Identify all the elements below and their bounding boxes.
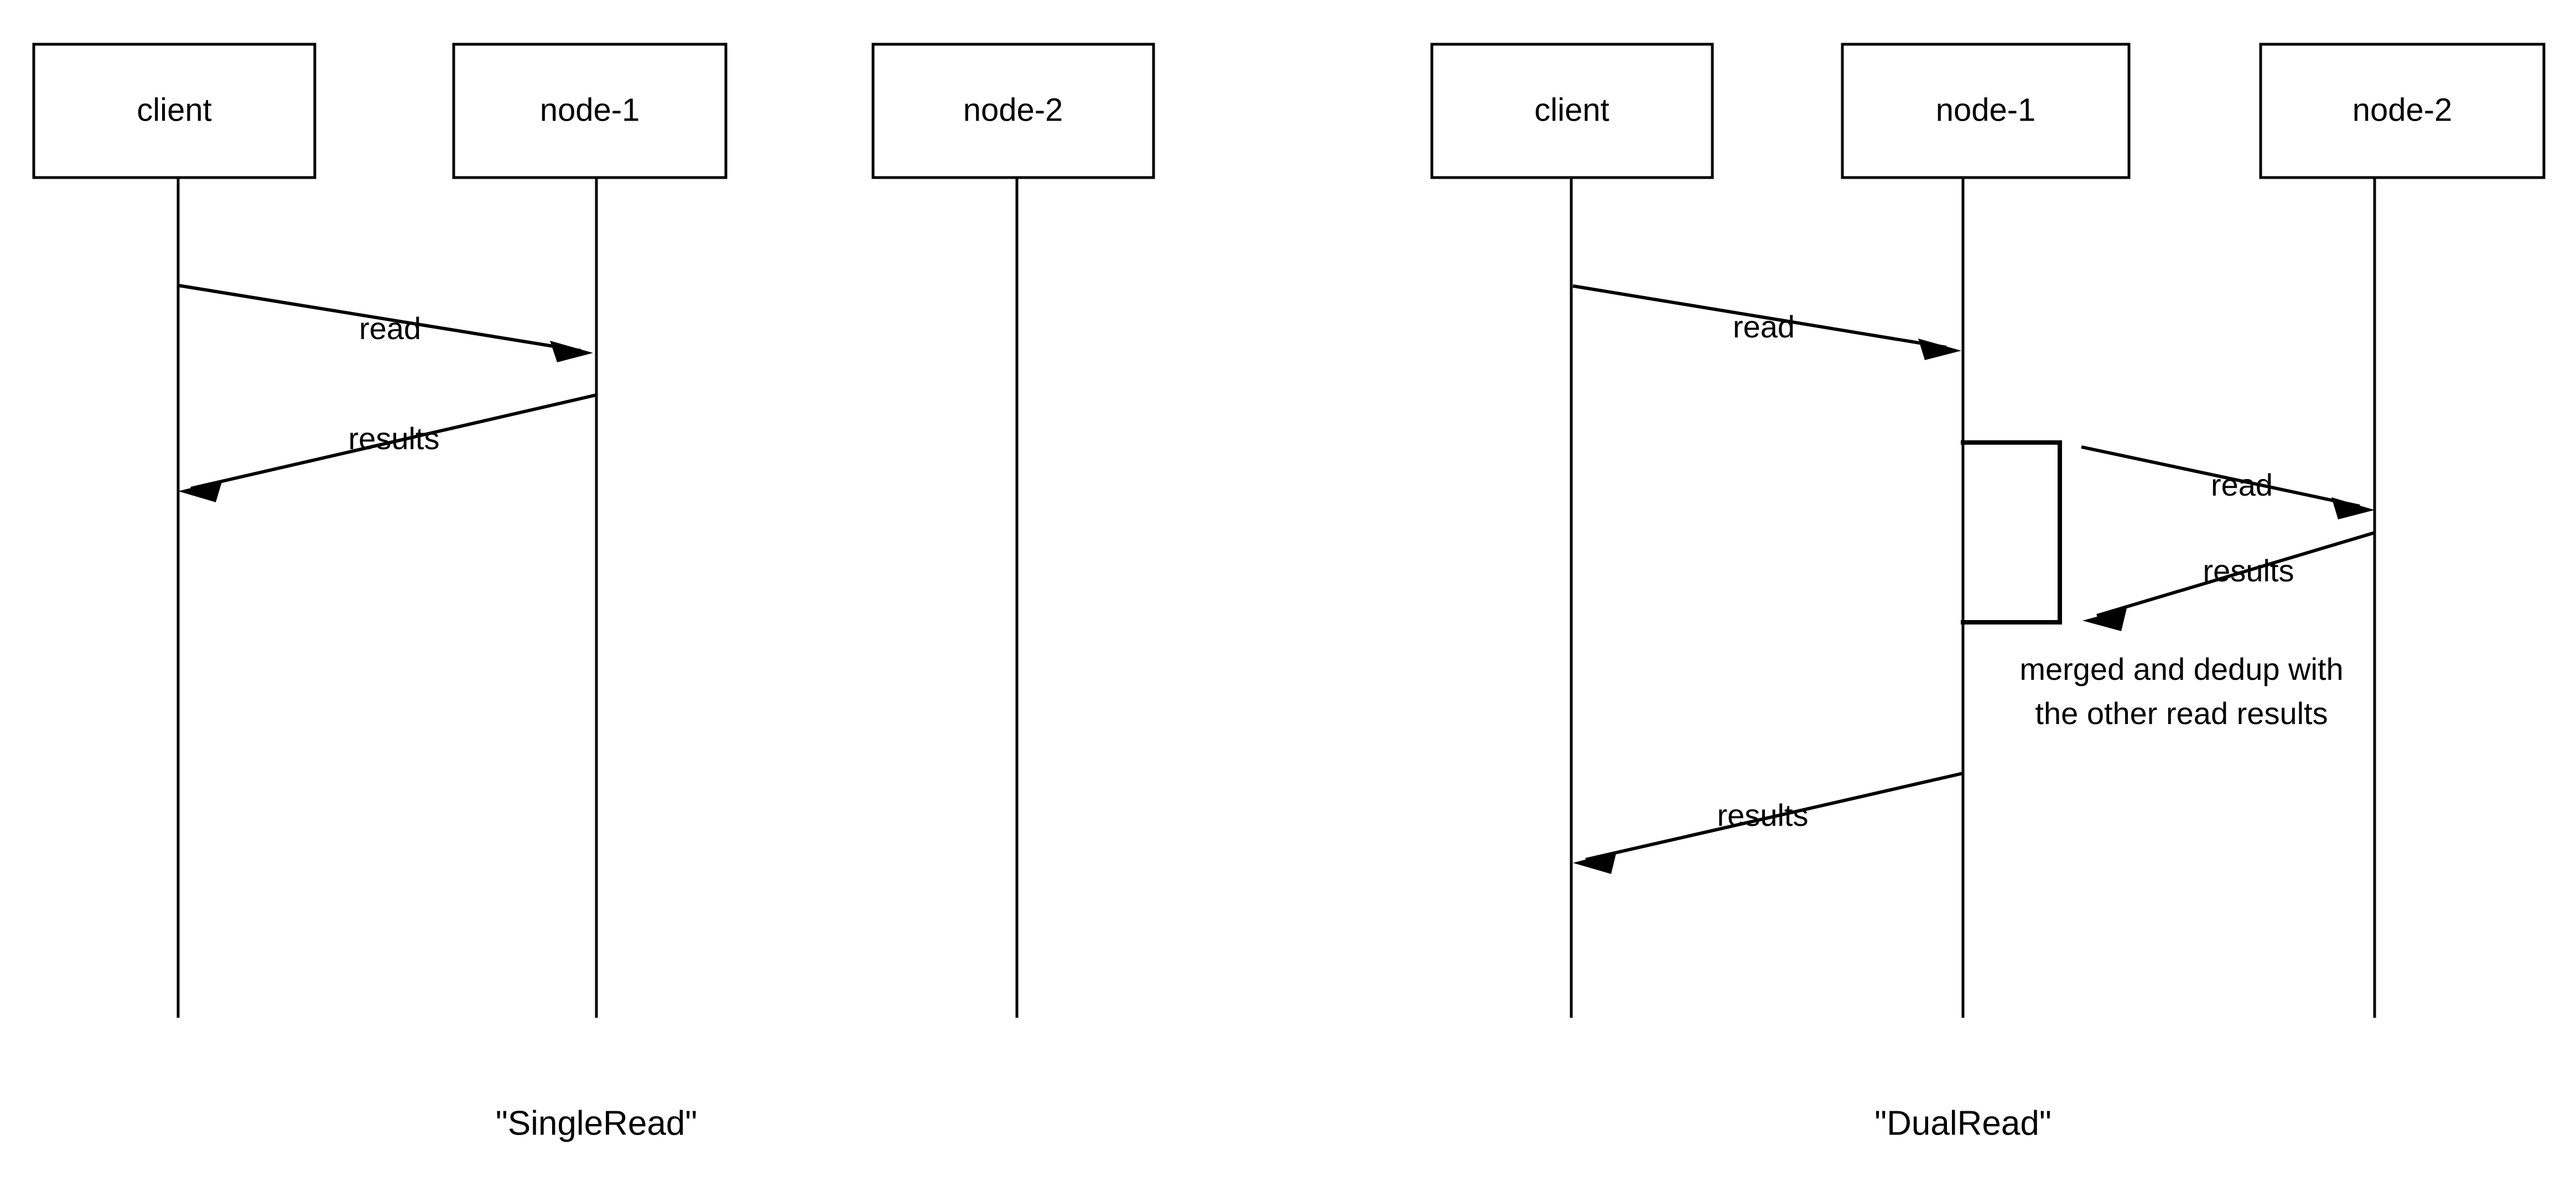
message-label: read — [1733, 309, 1795, 344]
participant-label: node-1 — [540, 92, 640, 128]
participant-label: node-2 — [963, 92, 1063, 128]
arrowhead-icon — [1918, 339, 1961, 360]
message-label: results — [1717, 798, 1809, 832]
message-line — [2096, 531, 2375, 617]
participant-node-2-left[interactable]: node-2 — [871, 43, 1155, 179]
participant-label: client — [1534, 92, 1609, 128]
participant-box[interactable] — [452, 43, 728, 179]
message-line — [190, 393, 597, 490]
message-line — [1572, 284, 1947, 349]
participant-box[interactable] — [871, 43, 1155, 179]
message-read-client-to-node-1-left[interactable]: read — [178, 284, 593, 362]
arrowhead-icon — [2331, 497, 2375, 519]
arrowhead-icon — [1573, 851, 1617, 874]
diagram-dual-read: client node-1 node-2 read — [1430, 43, 2546, 1142]
participant-box[interactable] — [2259, 43, 2546, 179]
arrowhead-icon — [178, 480, 222, 502]
message-read-client-to-node-1-right[interactable]: read — [1572, 284, 1961, 360]
participant-box[interactable] — [1430, 43, 1714, 179]
participant-client-left[interactable]: client — [32, 43, 316, 179]
message-results-node-1-to-client-left[interactable]: results — [178, 393, 597, 502]
diagram-caption: "DualRead" — [1874, 1104, 2052, 1142]
message-results-node-1-to-client-right[interactable]: results — [1573, 772, 1964, 874]
note-line-1: merged and dedup with — [2019, 652, 2343, 686]
participant-box[interactable] — [1841, 43, 2131, 179]
note-merged-dedup: merged and dedup with the other read res… — [2019, 652, 2343, 731]
participant-label: client — [137, 92, 211, 128]
participant-node-1-right[interactable]: node-1 — [1841, 43, 2131, 179]
participant-node-1-left[interactable]: node-1 — [452, 43, 728, 179]
message-results-node-2-to-node-1-right[interactable]: results — [2082, 531, 2375, 631]
participant-label: node-1 — [1936, 92, 2036, 128]
message-label: read — [2211, 467, 2273, 502]
message-label: results — [349, 421, 440, 456]
diagram-single-read: client node-1 node-2 read — [32, 43, 1155, 1142]
message-line — [178, 284, 581, 352]
message-label: results — [2203, 553, 2294, 588]
message-label: read — [359, 311, 421, 346]
message-read-node-1-to-node-2-right[interactable]: read — [2081, 445, 2375, 519]
participant-node-2-right[interactable]: node-2 — [2259, 43, 2546, 179]
diagram-caption: "SingleRead" — [496, 1104, 698, 1142]
arrowhead-icon — [550, 341, 593, 362]
activation-bracket-node-1 — [1961, 440, 2062, 624]
participant-box[interactable] — [32, 43, 316, 179]
note-line-2: the other read results — [2035, 696, 2328, 731]
message-line — [2081, 445, 2360, 508]
arrowhead-icon — [2082, 608, 2127, 631]
participant-label: node-2 — [2352, 92, 2453, 128]
participant-client-right[interactable]: client — [1430, 43, 1714, 179]
message-line — [1585, 772, 1964, 861]
